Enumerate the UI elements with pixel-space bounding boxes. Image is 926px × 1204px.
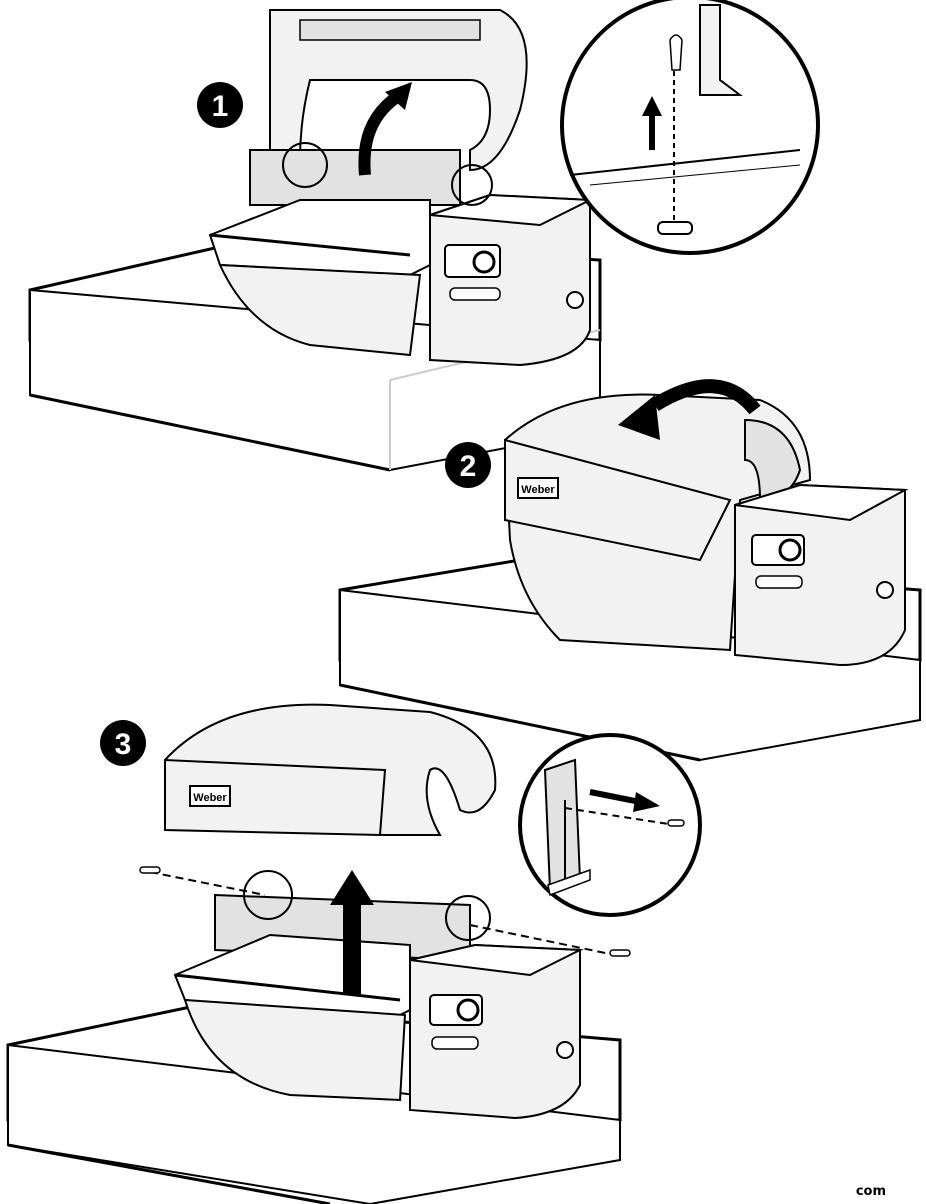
hinge-callout-left: [282, 142, 328, 188]
hinge-callout-right: [445, 895, 491, 941]
control-cabinet: [429, 193, 594, 367]
pin-removal-line-left: [149, 871, 266, 896]
pin-removal-zoom-detail: [518, 733, 702, 917]
control-cabinet: [734, 483, 909, 667]
close-lid-arrow: [651, 379, 761, 415]
grill-closed: Weber: [503, 393, 812, 652]
control-cabinet: [409, 943, 584, 1120]
step-1-illustration: 1: [28, 0, 820, 472]
lift-off-arrowhead: [330, 870, 374, 905]
pin-removal-line-right: [469, 924, 616, 956]
close-lid-arrowhead: [618, 395, 660, 440]
hinge-callout-right: [451, 164, 493, 206]
grill-lid-removed: Weber: [163, 703, 497, 837]
step-number: 3: [115, 728, 132, 761]
step-badge-2: 2: [445, 442, 491, 488]
lift-off-arrow-shaft: [343, 900, 361, 995]
brand-badge: Weber: [521, 484, 555, 496]
grill-firebox: [208, 149, 461, 357]
step-number: 2: [460, 450, 477, 483]
step-number: 1: [212, 90, 229, 123]
step-2-illustration: Weber 2: [338, 379, 922, 762]
step-3-illustration: Weber: [6, 703, 702, 1204]
grill-lid-open: [269, 9, 528, 172]
hinge-callout-left: [243, 870, 293, 920]
footer-text: com: [855, 1184, 886, 1199]
hinge-pin-right: [609, 949, 631, 957]
step-badge-3: 3: [100, 720, 146, 766]
brand-badge: Weber: [193, 792, 227, 804]
hinge-pin-left: [139, 866, 161, 874]
hinge-pin-zoom-detail: [560, 0, 820, 255]
step-badge-1: 1: [197, 82, 243, 128]
lift-lid-arrow: [358, 89, 404, 176]
lift-lid-arrowhead: [385, 82, 412, 110]
